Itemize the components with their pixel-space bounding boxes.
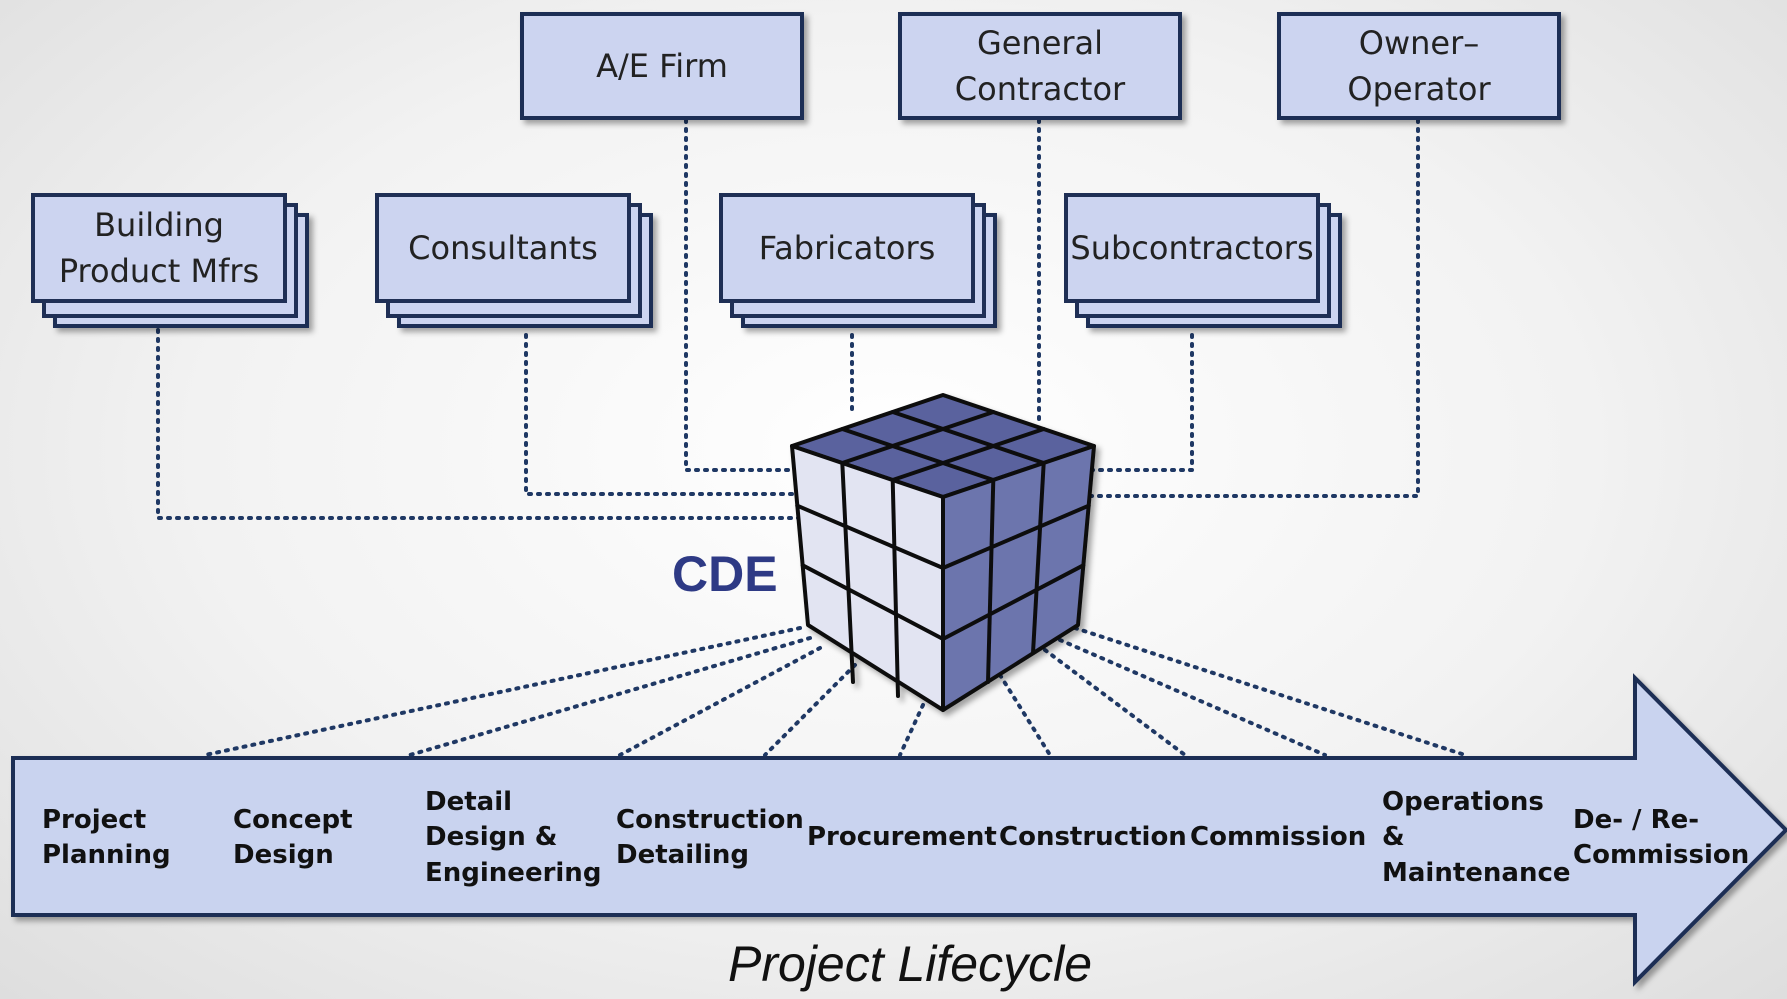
- stage-procurement: Procurement: [807, 822, 997, 853]
- cde-cube-icon: [790, 393, 1096, 712]
- connector-stage-9: [1073, 626, 1467, 757]
- connector-stage-6: [998, 673, 1052, 757]
- stage-construction: Construction: [999, 822, 1187, 853]
- stage-commission: Commission: [1190, 822, 1367, 853]
- connector-stage-2: [408, 636, 812, 757]
- lifecycle-arrow: [11, 673, 1787, 987]
- box-owner-operator[interactable]: [1277, 12, 1561, 120]
- label-building-product-mfrs: Building Product Mfrs: [58, 205, 260, 290]
- connector-stage-3: [618, 646, 822, 757]
- label-consultants: Consultants: [408, 228, 598, 267]
- stage-de-re-commission: De- / Re- Commission: [1573, 804, 1750, 870]
- box-subcontractors[interactable]: [1064, 193, 1342, 328]
- connector-ae-firm: [684, 118, 802, 472]
- label-general-contractor: General Contractor: [954, 23, 1126, 108]
- top-boxes: [520, 12, 1561, 120]
- connector-consultants: [524, 333, 802, 496]
- box-general-contractor[interactable]: [898, 12, 1182, 120]
- box-ae-firm[interactable]: [520, 12, 804, 120]
- cde-label: CDE: [672, 546, 778, 602]
- box-fabricators[interactable]: [719, 193, 997, 328]
- connector-building-product-mfrs: [156, 328, 802, 520]
- connector-stage-7: [1043, 648, 1187, 757]
- label-owner-operator: Owner– Operator: [1347, 23, 1491, 108]
- label-ae-firm: A/E Firm: [596, 46, 728, 85]
- stage-project-planning: Project Planning: [42, 804, 171, 870]
- label-fabricators: Fabricators: [758, 228, 936, 267]
- stage-concept-design: Concept Design: [233, 804, 353, 870]
- box-building-product-mfrs[interactable]: [31, 193, 309, 328]
- lifecycle-title: Project Lifecycle: [727, 936, 1093, 992]
- box-consultants[interactable]: [375, 193, 653, 328]
- label-subcontractors: Subcontractors: [1070, 228, 1314, 267]
- connector-subcontractors: [1088, 333, 1194, 472]
- connector-owner-operator: [1088, 118, 1420, 498]
- connector-stage-4: [763, 663, 857, 757]
- connector-lines: [156, 118, 1467, 757]
- stage-construction-detailing: Construction Detailing: [616, 804, 804, 870]
- connector-stage-8: [1058, 638, 1327, 757]
- stage-detail-design-engineering: Detail Design & Engineering: [425, 787, 602, 888]
- stage-operations-maintenance: Operations & Maintenance: [1382, 787, 1571, 888]
- stacked-boxes: [31, 193, 1342, 328]
- connector-stage-5: [898, 703, 925, 757]
- connector-stage-1: [203, 626, 802, 757]
